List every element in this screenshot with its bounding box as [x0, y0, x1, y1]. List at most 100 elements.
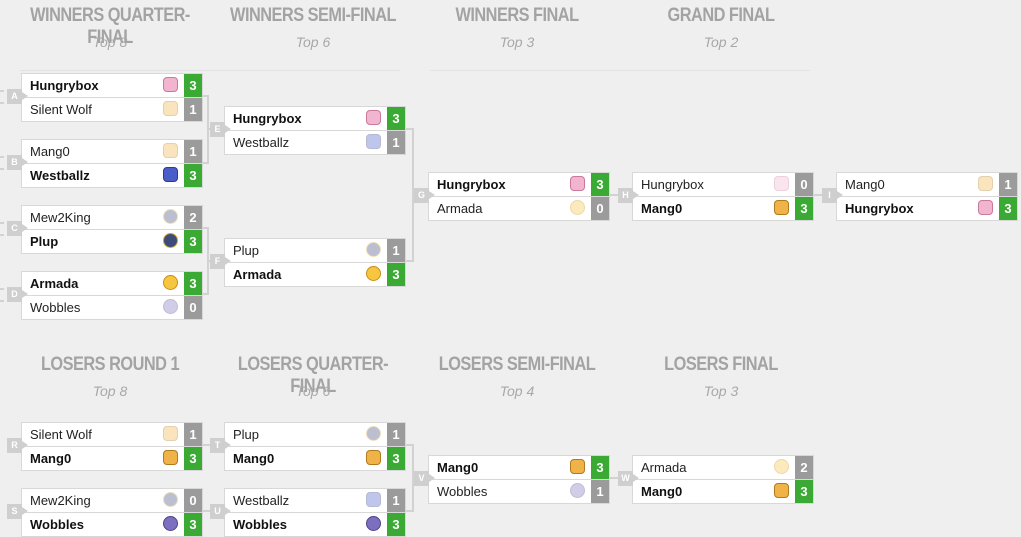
match-slot-top[interactable]: Hungrybox 3 [224, 106, 406, 131]
player-score: 1 [387, 489, 405, 512]
match-slot-top[interactable]: Mang0 1 [21, 139, 203, 164]
player-score: 3 [999, 197, 1017, 220]
match-t[interactable]: Plup 1 Mang0 3 [224, 422, 406, 471]
match-slot-top[interactable]: Plup 1 [224, 422, 406, 447]
fox-icon [774, 483, 789, 498]
match-label-f: F [210, 254, 231, 269]
match-r[interactable]: Silent Wolf 1 Mang0 3 [21, 422, 203, 471]
match-label-g: G [414, 188, 435, 203]
player-score: 0 [184, 489, 202, 512]
player-score: 3 [387, 447, 405, 470]
match-e[interactable]: Hungrybox 3 Westballz 1 [224, 106, 406, 155]
sheik-icon [366, 242, 381, 257]
match-slot-top[interactable]: Mew2King 2 [21, 205, 203, 230]
round-title-grand-final: GRAND FINAL [667, 5, 775, 26]
player-name: Armada [641, 460, 687, 475]
match-slot-bottom[interactable]: Hungrybox 3 [836, 196, 1018, 221]
sheik-icon [163, 492, 178, 507]
ice-climbers-icon [163, 299, 178, 314]
match-v[interactable]: Mang0 3 Wobbles 1 [428, 455, 610, 504]
fox-icon [570, 459, 585, 474]
player-score: 3 [184, 74, 202, 97]
player-name: Hungrybox [30, 78, 99, 93]
match-slot-top[interactable]: Hungrybox 0 [632, 172, 814, 197]
match-s[interactable]: Mew2King 0 Wobbles 3 [21, 488, 203, 537]
match-slot-bottom[interactable]: Armada 0 [428, 196, 610, 221]
peach-icon [366, 266, 381, 281]
match-label-v: V [414, 471, 435, 486]
match-slot-top[interactable]: Mew2King 0 [21, 488, 203, 513]
round-subtitle: Top 3 [703, 383, 739, 399]
match-slot-top[interactable]: Armada 2 [632, 455, 814, 480]
match-slot-top[interactable]: Westballz 1 [224, 488, 406, 513]
fox-icon [163, 426, 178, 441]
fox-icon [163, 143, 178, 158]
player-name: Mew2King [30, 210, 91, 225]
match-slot-top[interactable]: Mang0 3 [428, 455, 610, 480]
player-score: 0 [184, 296, 202, 319]
match-label-c: C [7, 221, 28, 236]
match-slot-bottom[interactable]: Mang0 3 [632, 196, 814, 221]
player-score: 3 [184, 164, 202, 187]
match-w[interactable]: Armada 2 Mang0 3 [632, 455, 814, 504]
player-name: Hungrybox [437, 177, 506, 192]
match-slot-bottom[interactable]: Wobbles 3 [21, 512, 203, 537]
ice-climbers-icon [366, 516, 381, 531]
match-i[interactable]: Mang0 1 Hungrybox 3 [836, 172, 1018, 221]
player-name: Wobbles [437, 484, 488, 499]
player-score: 3 [387, 107, 405, 130]
match-slot-top[interactable]: Hungrybox 3 [428, 172, 610, 197]
match-slot-bottom[interactable]: Mang0 3 [632, 479, 814, 504]
player-name: Westballz [233, 493, 290, 508]
match-slot-bottom[interactable]: Wobbles 3 [224, 512, 406, 537]
round-subtitle: Top 2 [703, 34, 739, 50]
match-g[interactable]: Hungrybox 3 Armada 0 [428, 172, 610, 221]
match-slot-bottom[interactable]: Westballz 3 [21, 163, 203, 188]
player-score: 3 [591, 456, 609, 479]
match-f[interactable]: Plup 1 Armada 3 [224, 238, 406, 287]
player-name: Mew2King [30, 493, 91, 508]
match-a[interactable]: Hungrybox 3 Silent Wolf 1 [21, 73, 203, 122]
match-h[interactable]: Hungrybox 0 Mang0 3 [632, 172, 814, 221]
fox-icon [163, 101, 178, 116]
player-name: Armada [30, 276, 79, 291]
match-slot-bottom[interactable]: Armada 3 [224, 262, 406, 287]
match-u[interactable]: Westballz 1 Wobbles 3 [224, 488, 406, 537]
header-divider [430, 70, 810, 71]
match-slot-bottom[interactable]: Wobbles 1 [428, 479, 610, 504]
match-c[interactable]: Mew2King 2 Plup 3 [21, 205, 203, 254]
match-slot-bottom[interactable]: Silent Wolf 1 [21, 97, 203, 122]
peach-icon [163, 275, 178, 290]
match-label-d: D [7, 287, 28, 302]
round-title-winners-semi-final: WINNERS SEMI-FINAL [230, 5, 396, 26]
player-score: 3 [387, 513, 405, 536]
match-slot-bottom[interactable]: Mang0 3 [224, 446, 406, 471]
player-name: Mang0 [30, 451, 72, 466]
match-slot-bottom[interactable]: Plup 3 [21, 229, 203, 254]
player-score: 3 [184, 447, 202, 470]
player-score: 1 [387, 239, 405, 262]
match-slot-bottom[interactable]: Wobbles 0 [21, 295, 203, 320]
match-slot-top[interactable]: Armada 3 [21, 271, 203, 296]
jigglypuff-icon [570, 176, 585, 191]
match-slot-bottom[interactable]: Mang0 3 [21, 446, 203, 471]
player-name: Mang0 [30, 144, 70, 159]
match-b[interactable]: Mang0 1 Westballz 3 [21, 139, 203, 188]
match-slot-top[interactable]: Silent Wolf 1 [21, 422, 203, 447]
sheik-icon [366, 426, 381, 441]
round-subtitle: Top 6 [295, 34, 331, 50]
player-name: Silent Wolf [30, 427, 92, 442]
match-slot-top[interactable]: Plup 1 [224, 238, 406, 263]
round-subtitle: Top 8 [92, 34, 128, 50]
match-label-i: I [822, 188, 843, 203]
match-slot-bottom[interactable]: Westballz 1 [224, 130, 406, 155]
player-score: 1 [387, 131, 405, 154]
round-subtitle: Top 8 [92, 383, 128, 399]
match-slot-top[interactable]: Mang0 1 [836, 172, 1018, 197]
player-name: Mang0 [233, 451, 275, 466]
match-label-r: R [7, 438, 28, 453]
match-label-b: B [7, 155, 28, 170]
match-d[interactable]: Armada 3 Wobbles 0 [21, 271, 203, 320]
player-name: Westballz [233, 135, 290, 150]
match-slot-top[interactable]: Hungrybox 3 [21, 73, 203, 98]
